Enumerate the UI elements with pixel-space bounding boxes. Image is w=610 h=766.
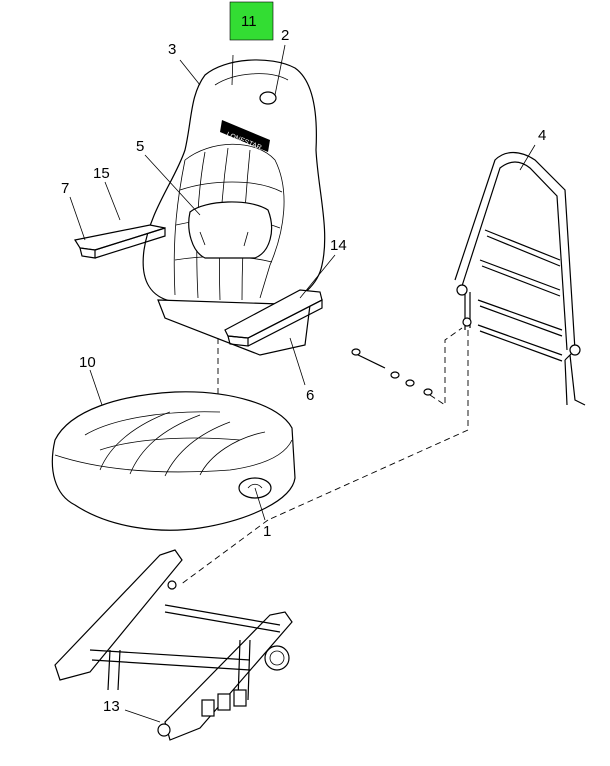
callout-7[interactable]: 7 xyxy=(61,180,69,197)
callout-11[interactable]: 11 xyxy=(241,13,257,30)
callout-15[interactable]: 15 xyxy=(93,165,110,182)
left-armrest xyxy=(74,224,166,259)
seat-base-frame xyxy=(54,549,293,741)
callout-2[interactable]: 2 xyxy=(281,27,289,44)
right-armrest xyxy=(224,289,323,347)
leader-lines xyxy=(69,44,536,723)
callout-14[interactable]: 14 xyxy=(330,237,347,254)
callout-10[interactable]: 10 xyxy=(79,354,96,371)
highlight-box-11 xyxy=(229,1,274,41)
callout-4[interactable]: 4 xyxy=(538,127,546,144)
seat-cushion xyxy=(51,391,296,531)
assembly-lines xyxy=(179,327,469,586)
callout-5[interactable]: 5 xyxy=(136,138,144,155)
callout-1[interactable]: 1 xyxy=(263,523,271,540)
callout-6[interactable]: 6 xyxy=(306,387,314,404)
bolt-hardware xyxy=(351,348,433,396)
callout-13[interactable]: 13 xyxy=(103,698,120,715)
callout-3[interactable]: 3 xyxy=(168,41,176,58)
rear-frame xyxy=(454,151,586,406)
recline-knob xyxy=(259,91,277,105)
